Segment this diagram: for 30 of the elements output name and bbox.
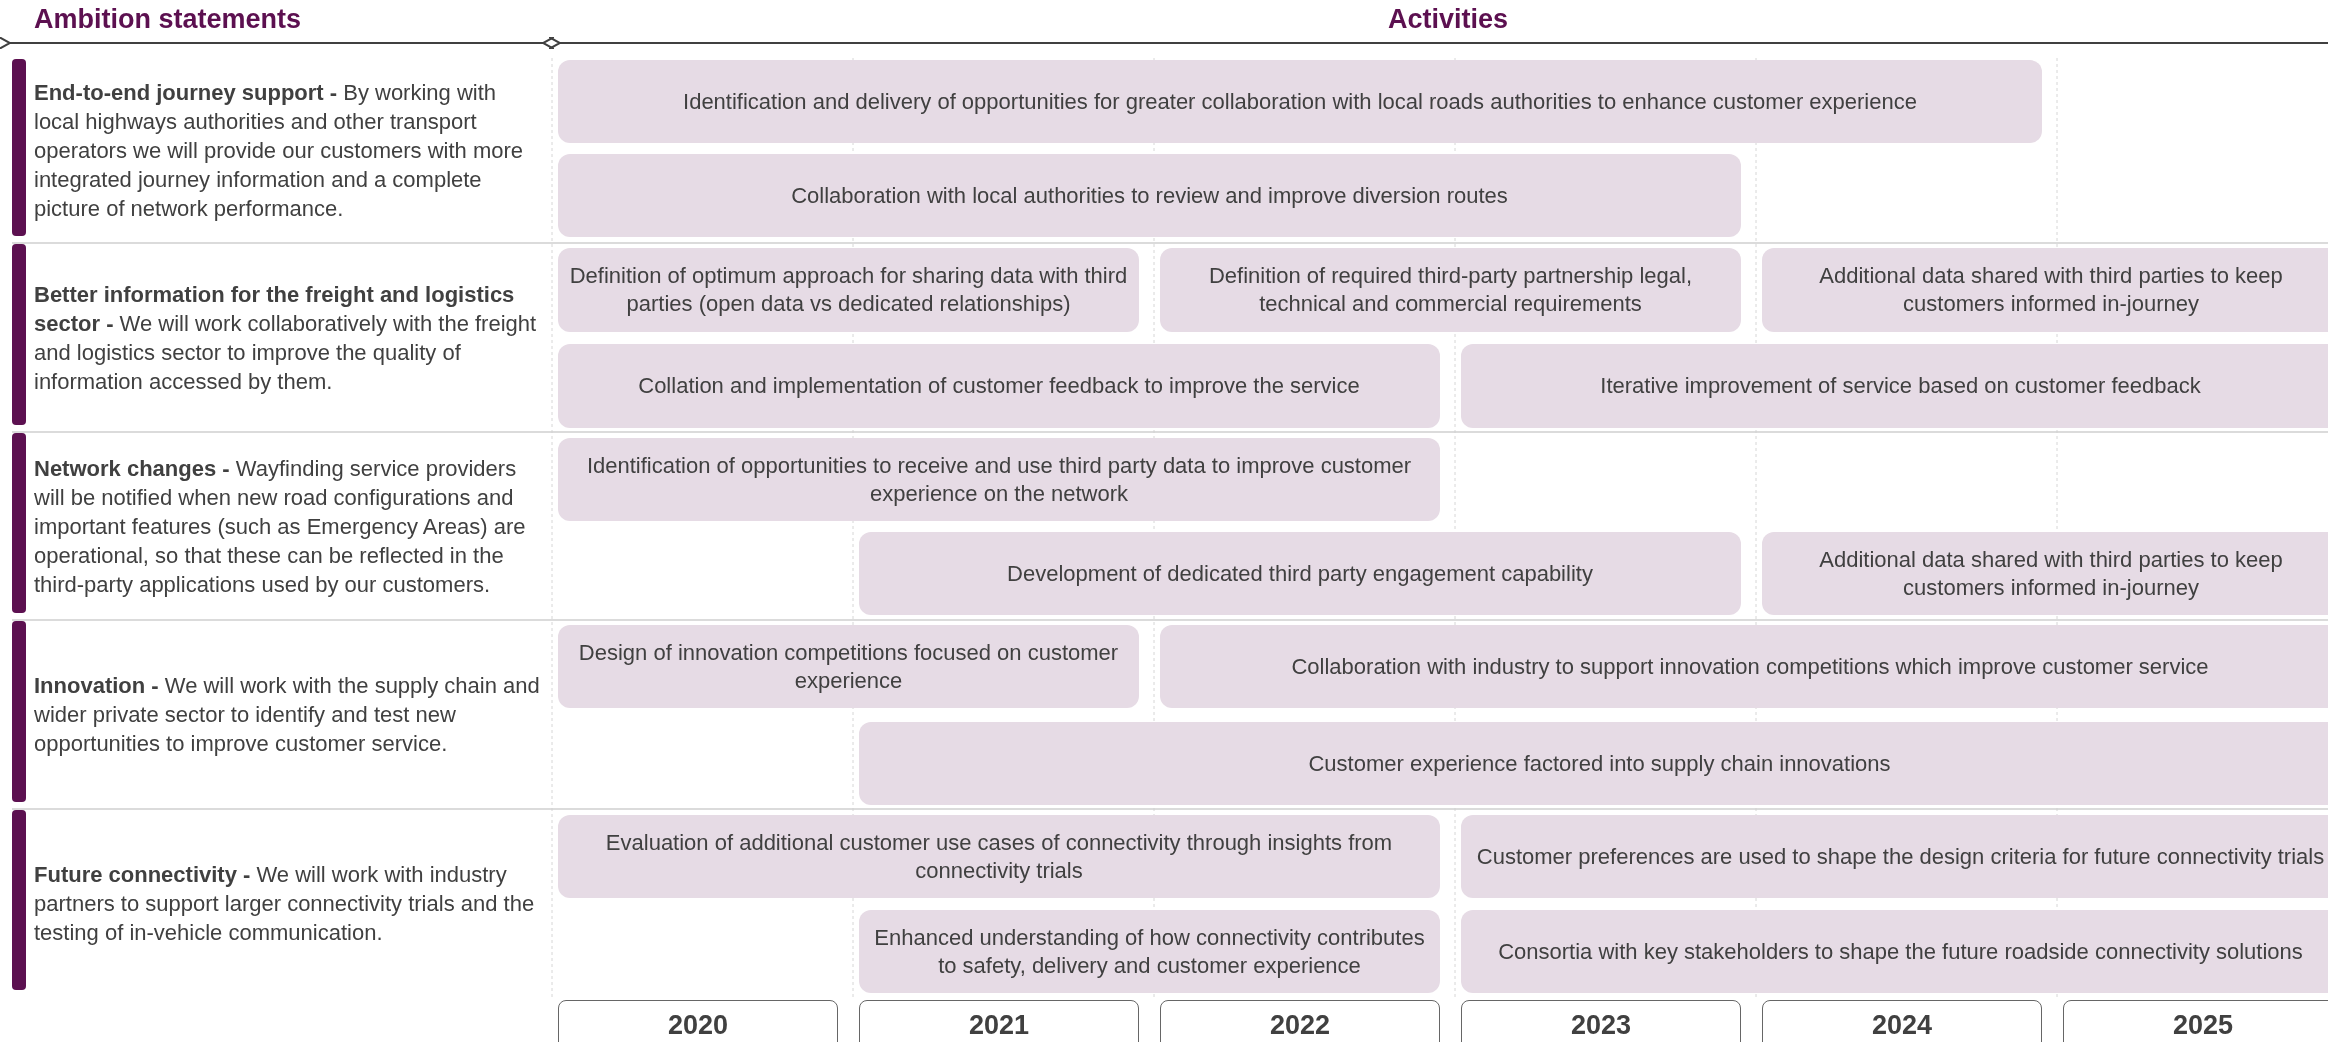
activity-bar: Collation and implementation of customer feedback to improve the service	[558, 344, 1440, 428]
activity-bar: Iterative improvement of service based on customer feedback	[1461, 344, 2328, 428]
activity-bar: Customer experience factored into supply chain innovations	[859, 722, 2328, 805]
activity-bar: Additional data shared with third parties to keep customers informed in-journey	[1762, 532, 2328, 615]
activity-bar: Collaboration with local authorities to review and improve diversion routes	[558, 154, 1741, 237]
activity-bar: Evaluation of additional customer use cases of connectivity through insights from connectivity trials	[558, 815, 1440, 898]
ambition-statement: Better information for the freight and logistics sector - We will work collaboratively with the freight and logistics sector to improve the quality of information accessed by them.	[34, 280, 538, 396]
activity-bar: Identification of opportunities to receive and use third party data to improve customer experience on the network	[558, 438, 1440, 521]
year-label: 2023	[1461, 1000, 1741, 1042]
column-heading: Ambition statements	[34, 4, 302, 35]
activity-bar: Consortia with key stakeholders to shape the future roadside connectivity solutions	[1461, 910, 2328, 993]
year-label: 2021	[859, 1000, 1139, 1042]
activity-bar: Collaboration with industry to support innovation competitions which improve customer service	[1160, 625, 2328, 708]
activity-bar: Identification and delivery of opportunities for greater collaboration with local roads authorities to enhance customer experience	[558, 60, 2042, 143]
activity-bar: Customer preferences are used to shape the design criteria for future connectivity trials	[1461, 815, 2328, 898]
activity-bar: Definition of required third-party partnership legal, technical and commercial requirements	[1160, 248, 1741, 332]
year-label: 2020	[558, 1000, 838, 1042]
ambition-statement: Future connectivity - We will work with industry partners to support larger connectivity trials and the testing of in-vehicle communication.	[34, 860, 536, 947]
activity-bar: Enhanced understanding of how connectivity contributes to safety, delivery and customer experience	[859, 910, 1440, 993]
ambition-statement: Innovation - We will work with the supply chain and wider private sector to identify and test new opportunities to improve customer service.	[34, 672, 541, 758]
year-label: 2024	[1762, 1000, 2042, 1042]
ambition-statement: Network changes - Wayfinding service providers will be notified when new road configurations and important features (such as Emergency Areas) are operational, so that these can be reflected in the third-party applications used by our customers.	[34, 454, 527, 599]
year-label: 2022	[1160, 1000, 1440, 1042]
year-label: 2025	[2063, 1000, 2328, 1042]
activity-bar: Definition of optimum approach for sharing data with third parties (open data vs dedicated relationships)	[558, 248, 1139, 332]
activity-bar: Design of innovation competitions focused on customer experience	[558, 625, 1139, 708]
activity-bar: Development of dedicated third party engagement capability	[859, 532, 1741, 615]
activity-bar: Additional data shared with third parties to keep customers informed in-journey	[1762, 248, 2328, 332]
column-heading: Activities	[1388, 4, 1509, 35]
ambition-statement: End-to-end journey support - By working with local highways authorities and other transport operators we will provide our customers with more integrated journey information and a complete picture of network performance.	[34, 79, 525, 223]
